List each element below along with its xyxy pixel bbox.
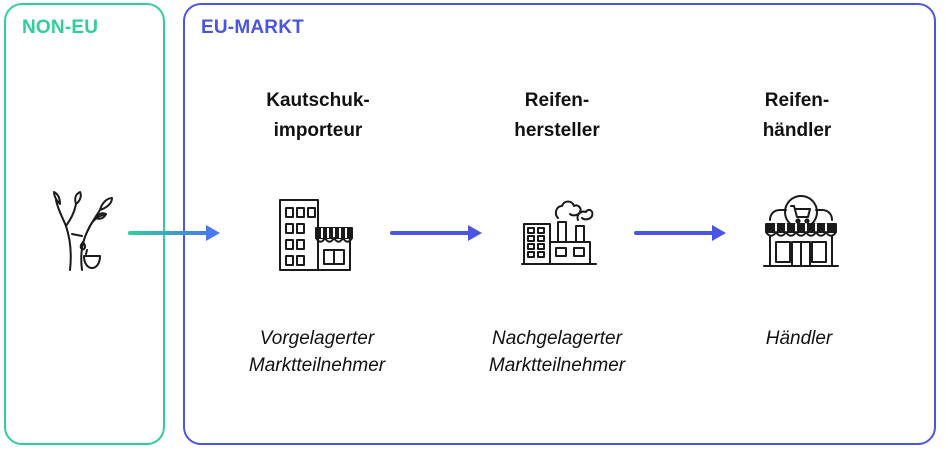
heading-reifenhersteller: Reifen- hersteller: [467, 86, 647, 146]
factory-icon: [521, 200, 597, 265]
heading-kautschukimporteur: Kautschuk- importeur: [228, 86, 408, 146]
heading-line: Reifen-: [524, 90, 590, 111]
eu-market-region: EU-MARKT: [183, 3, 936, 445]
heading-line: Reifen-: [764, 90, 830, 111]
heading-line: hersteller: [514, 120, 600, 141]
eu-market-label: EU-MARKT: [201, 17, 304, 38]
non-eu-label: NON-EU: [22, 17, 99, 38]
arrow-to-retailer: [634, 225, 726, 241]
arrow-to-manufacturer: [390, 225, 482, 241]
role-line: Marktteilnehmer: [488, 355, 626, 376]
role-line: Vorgelagerter: [259, 328, 375, 349]
role-haendler: Händler: [689, 325, 909, 352]
non-eu-region: NON-EU: [4, 3, 165, 445]
store-building-icon: [279, 199, 353, 271]
arrow-import: [128, 225, 220, 241]
role-line: Nachgelagerter: [492, 328, 622, 349]
heading-reifenhaendler: Reifen- händler: [707, 86, 887, 146]
heading-line: Kautschuk-: [266, 90, 370, 111]
shop-cart-icon: [763, 195, 839, 267]
heading-line: importeur: [273, 120, 363, 141]
role-line: Händler: [765, 328, 833, 349]
role-line: Marktteilnehmer: [248, 355, 386, 376]
rubber-tree-tapping-icon: [53, 191, 113, 271]
role-nachgelagerter-marktteilnehmer: Nachgelagerter Marktteilnehmer: [447, 325, 667, 379]
role-vorgelagerter-marktteilnehmer: Vorgelagerter Marktteilnehmer: [207, 325, 427, 379]
heading-line: händler: [762, 120, 832, 141]
